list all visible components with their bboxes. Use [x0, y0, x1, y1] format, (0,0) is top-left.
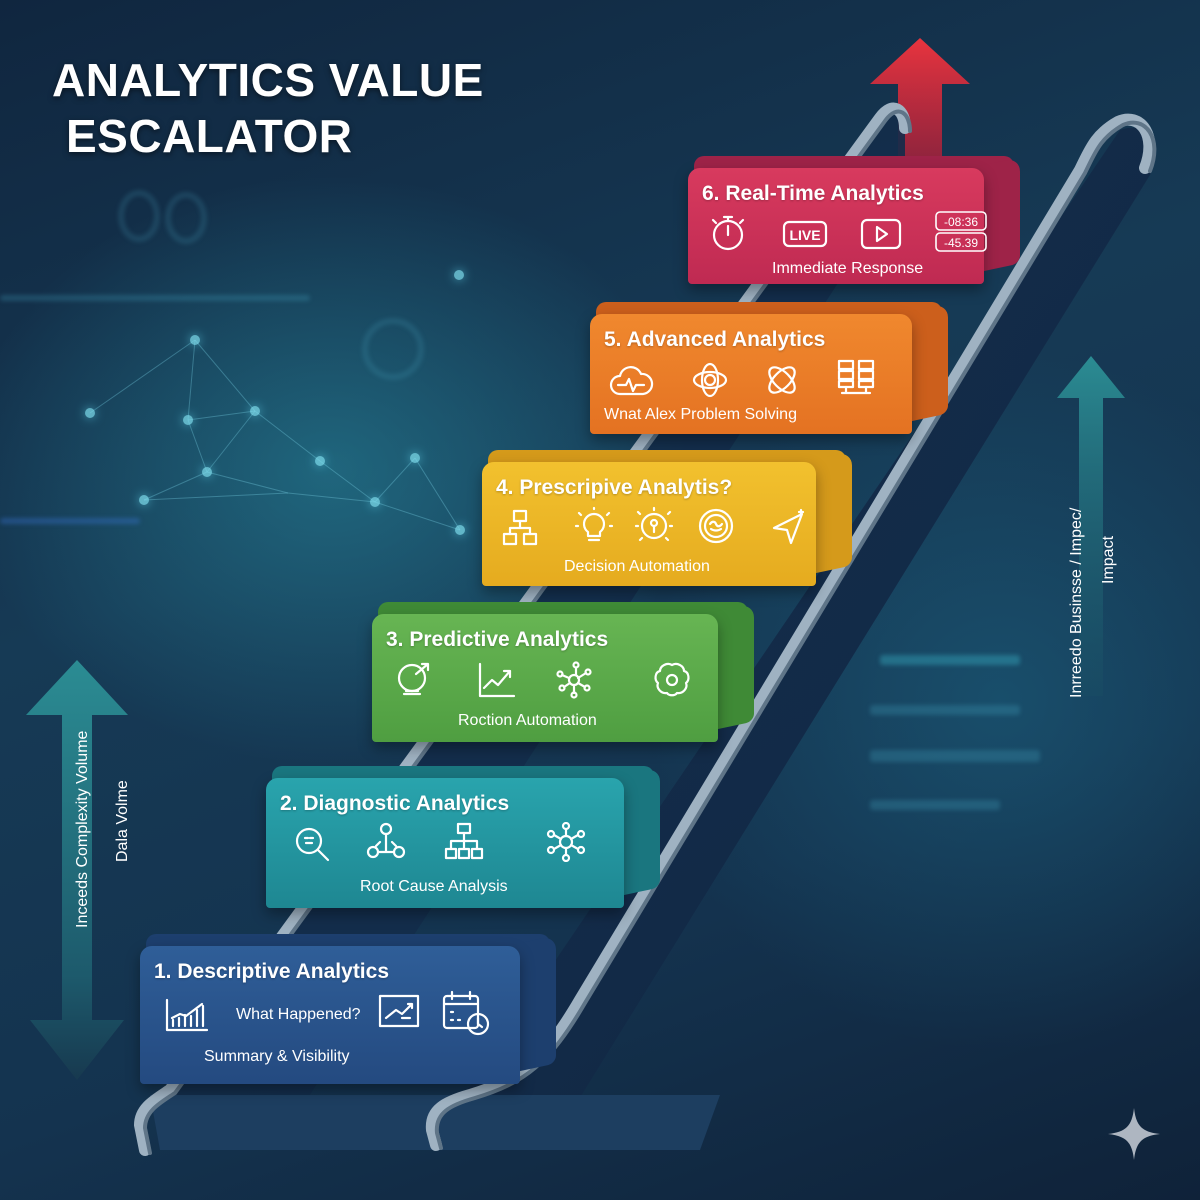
- svg-text:-45.39: -45.39: [944, 236, 978, 250]
- step-heading: 4. Prescripive Analytis?: [496, 476, 733, 499]
- title-line-1: ANALYTICS VALUE: [52, 54, 484, 106]
- infinity-knot-icon: [762, 360, 802, 400]
- step-advanced-analytics[interactable]: 5. Advanced Analytics Wnat Alex Problem …: [590, 302, 948, 434]
- live-badge-icon: LIVE: [780, 214, 830, 254]
- step-front-face: [372, 614, 718, 742]
- title-line-2: ESCALATOR: [66, 110, 353, 162]
- sparkle-icon: [1108, 1108, 1160, 1160]
- step-front-face: [482, 462, 816, 586]
- step-caption: Wnat Alex Problem Solving: [604, 406, 797, 423]
- cursor-arrow-icon: [768, 508, 808, 548]
- brain-icon: [652, 660, 692, 700]
- cloud-pulse-icon: [608, 362, 654, 402]
- lightbulb-icon: [574, 506, 614, 546]
- step-caption: Decision Automation: [564, 558, 710, 575]
- play-button-icon: [858, 214, 904, 254]
- brain-circle-icon: [696, 506, 736, 546]
- calendar-clock-icon: [442, 990, 490, 1036]
- left-axis-double-arrow-icon: [26, 660, 128, 1080]
- right-axis-up-arrow-icon: [1057, 356, 1125, 696]
- right-axis-label-impact: Impact: [1100, 535, 1117, 584]
- digital-clock-icon: -08:36 -45.39: [934, 210, 988, 254]
- step-descriptive-analytics[interactable]: 1. Descriptive Analytics What Happened? …: [140, 934, 556, 1084]
- stopwatch-icon: [708, 212, 748, 252]
- hierarchy-icon: [444, 822, 484, 862]
- growth-line-chart-icon: [476, 660, 516, 700]
- step-heading: 3. Predictive Analytics: [386, 628, 609, 651]
- step-front-face: [266, 778, 624, 908]
- step-heading: 6. Real-Time Analytics: [702, 182, 924, 205]
- flow-branch-icon: [366, 822, 406, 862]
- step-heading: 1. Descriptive Analytics: [154, 960, 389, 983]
- left-axis-label-complexity: Inceeds Complexity Volume: [74, 730, 91, 928]
- scatter-network-icon: [554, 660, 594, 700]
- crystal-ball-icon: [394, 660, 434, 700]
- bar-chart-icon: [164, 994, 210, 1034]
- left-axis-label-data-volume: Dala Volme: [114, 780, 131, 862]
- step-caption-what-happened: What Happened?: [236, 1006, 361, 1023]
- step-heading: 5. Advanced Analytics: [604, 328, 826, 351]
- step-heading: 2. Diagnostic Analytics: [280, 792, 510, 815]
- right-axis-label-business: Inrreedo Businsse / Impec/: [1068, 507, 1085, 698]
- org-flow-icon: [500, 508, 540, 548]
- step-caption: Summary & Visibility: [204, 1048, 350, 1065]
- svg-text:-08:36: -08:36: [944, 215, 978, 229]
- step-real-time-analytics[interactable]: 6. Real-Time Analytics LIVE -08:36 -45.3…: [688, 156, 1020, 284]
- magnifier-icon: [292, 824, 332, 864]
- svg-text:LIVE: LIVE: [789, 227, 820, 243]
- page-title: ANALYTICS VALUE ESCALATOR: [52, 52, 484, 164]
- neural-knot-icon: [690, 360, 730, 400]
- top-growth-arrow-icon: [870, 38, 970, 168]
- step-caption: Roction Automation: [458, 712, 597, 729]
- trend-chart-board-icon: [378, 992, 420, 1032]
- step-caption: Root Cause Analysis: [360, 878, 508, 895]
- step-caption: Immediate Response: [772, 260, 924, 277]
- network-hub-icon: [546, 821, 586, 863]
- step-prescriptive-analytics[interactable]: 4. Prescripive Analytis? Decision Automa…: [482, 450, 852, 586]
- step-diagnostic-analytics[interactable]: 2. Diagnostic Analytics Root Cause Analy…: [266, 766, 660, 908]
- server-rack-icon: [836, 358, 876, 398]
- step-predictive-analytics[interactable]: 3. Predictive Analytics Roction Automati…: [372, 602, 754, 742]
- idea-gear-icon: [634, 506, 674, 546]
